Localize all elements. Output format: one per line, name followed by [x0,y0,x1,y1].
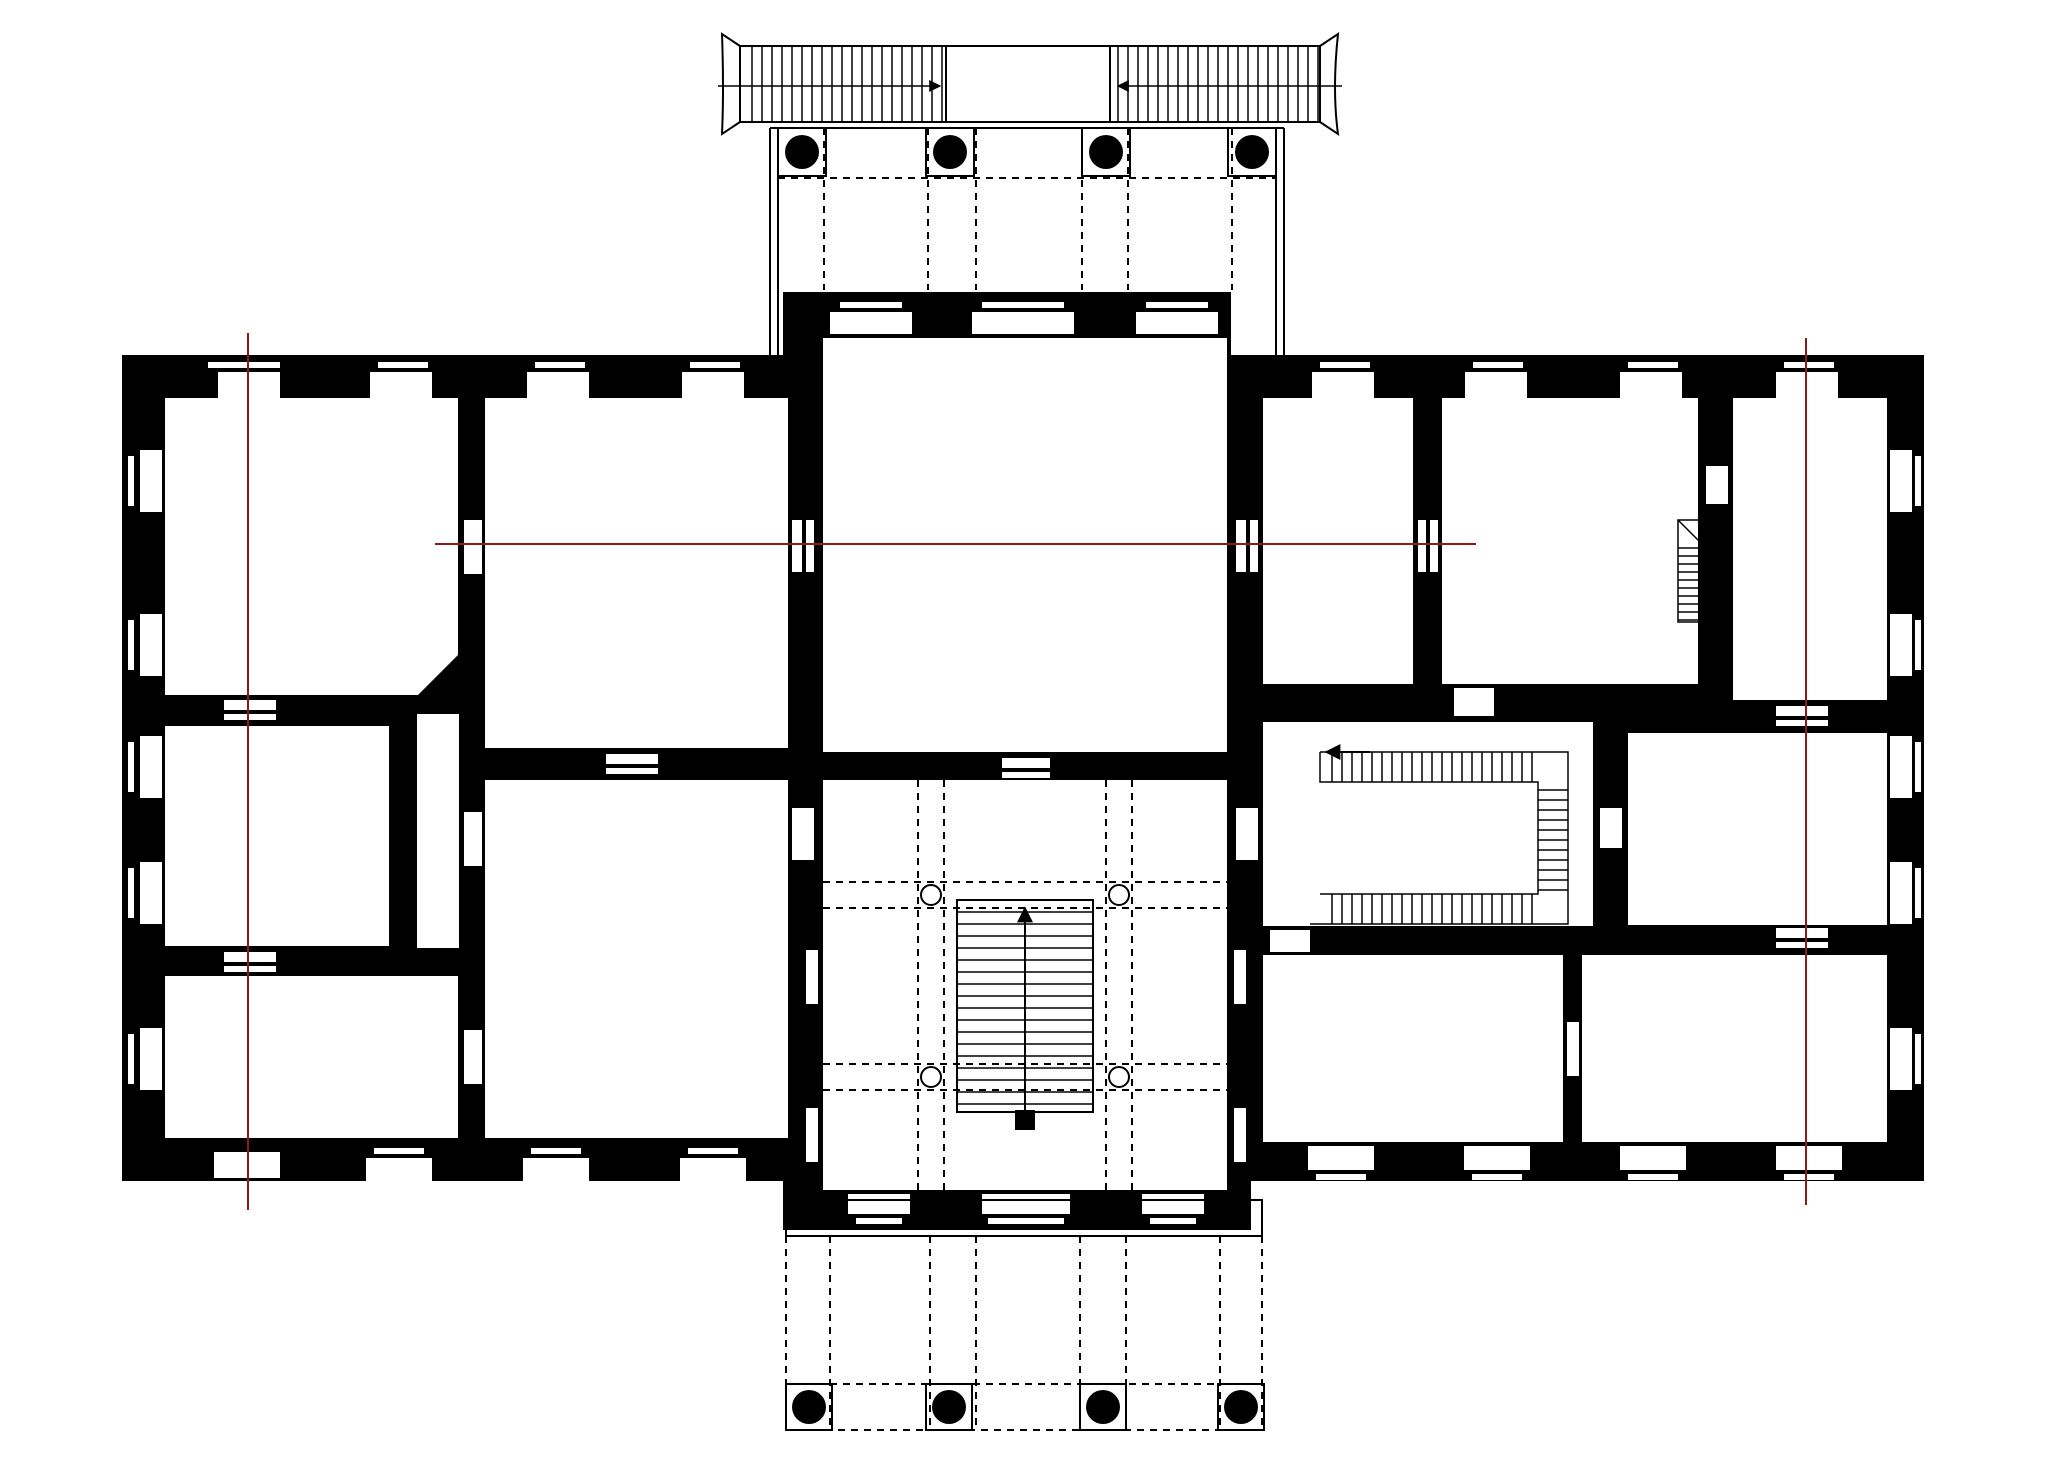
interior-doors [224,466,1828,1162]
north-column [777,127,827,177]
small-stair [1677,519,1705,623]
north-portico [718,31,1342,358]
south-column [1217,1383,1265,1431]
north-stairs [718,31,1342,137]
room-west-5 [485,780,788,1138]
room-west-4 [485,398,788,748]
north-column [925,127,975,177]
room-east-3 [1733,398,1887,700]
room-east-6 [1582,955,1887,1142]
room-east-2 [1442,398,1698,684]
room-east-1 [1263,398,1413,684]
room-west-corridor [417,714,459,948]
section-lines [247,333,1807,1210]
windows-east [1890,450,1921,1090]
north-column [1081,127,1131,177]
south-column [785,1383,833,1431]
south-portico [785,1199,1265,1431]
room-west-2 [165,726,389,946]
central-stair [823,780,1227,1190]
south-column [1079,1383,1127,1431]
south-column [925,1383,973,1431]
room-east-5 [1263,955,1563,1142]
room-west-1 [165,398,458,695]
room-east-4 [1628,733,1887,925]
room-west-3 [165,976,458,1138]
east-stair [1310,744,1569,925]
windows-west [128,450,162,1090]
north-column [1227,127,1277,177]
